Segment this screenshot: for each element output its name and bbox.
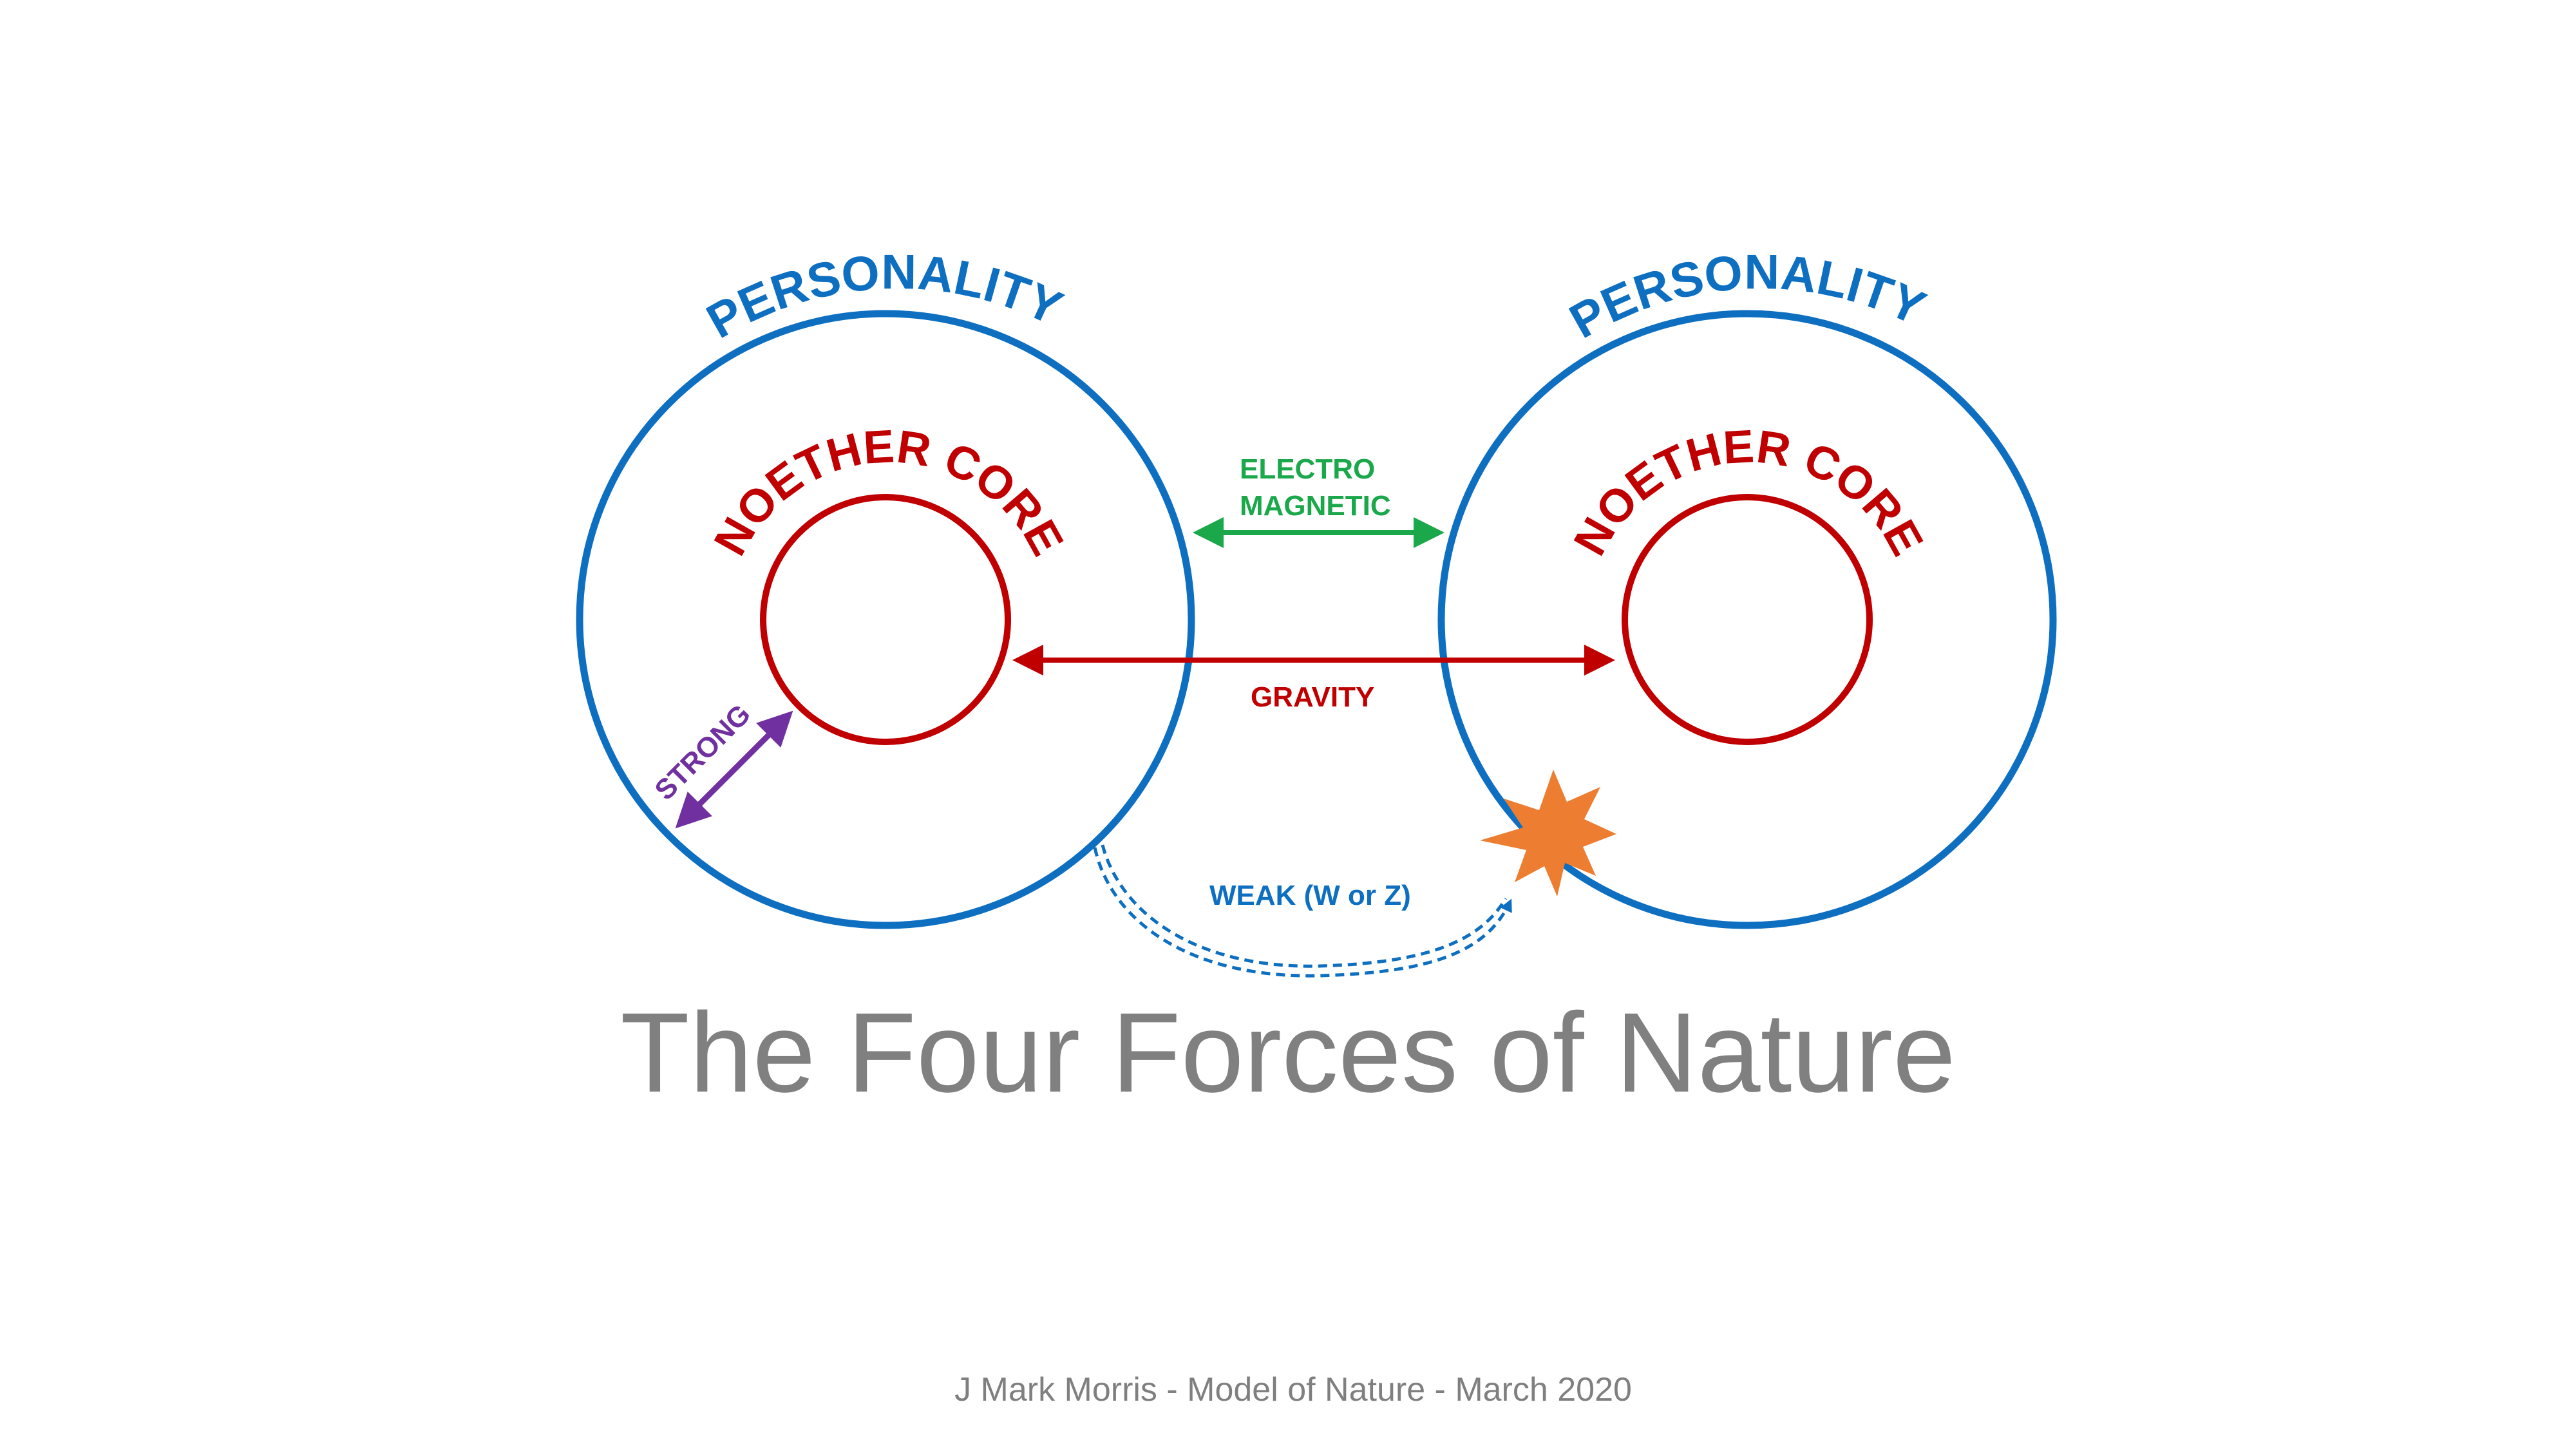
right-personality-circle xyxy=(1437,310,2057,929)
strong-label: STRONG xyxy=(649,698,757,806)
left-personality-label: PERSONALITY xyxy=(698,245,1071,349)
right-noether-core-label: NOETHER CORE xyxy=(1564,421,1933,564)
right-noether-core-circle xyxy=(1622,494,1873,745)
weak-force-path-outer xyxy=(1101,844,1508,968)
weak-force-path-inner xyxy=(1093,847,1512,978)
left-personality-circle xyxy=(576,310,1195,929)
starburst-icon xyxy=(1480,770,1616,896)
page-title: The Four Forces of Nature xyxy=(620,990,1956,1116)
gravity-label: GRAVITY xyxy=(1251,681,1374,713)
left-noether-core-label: NOETHER CORE xyxy=(705,421,1073,564)
right-personality-label: PERSONALITY xyxy=(1561,245,1934,349)
electromagnetic-label-line2: MAGNETIC xyxy=(1240,490,1391,522)
weak-label: WEAK (W or Z) xyxy=(1209,880,1411,911)
credit-line: J Mark Morris - Model of Nature - March … xyxy=(954,1371,1632,1408)
left-noether-core-circle xyxy=(760,494,1011,745)
strong-arrow xyxy=(675,710,793,829)
electromagnetic-label-line1: ELECTRO xyxy=(1240,453,1375,485)
